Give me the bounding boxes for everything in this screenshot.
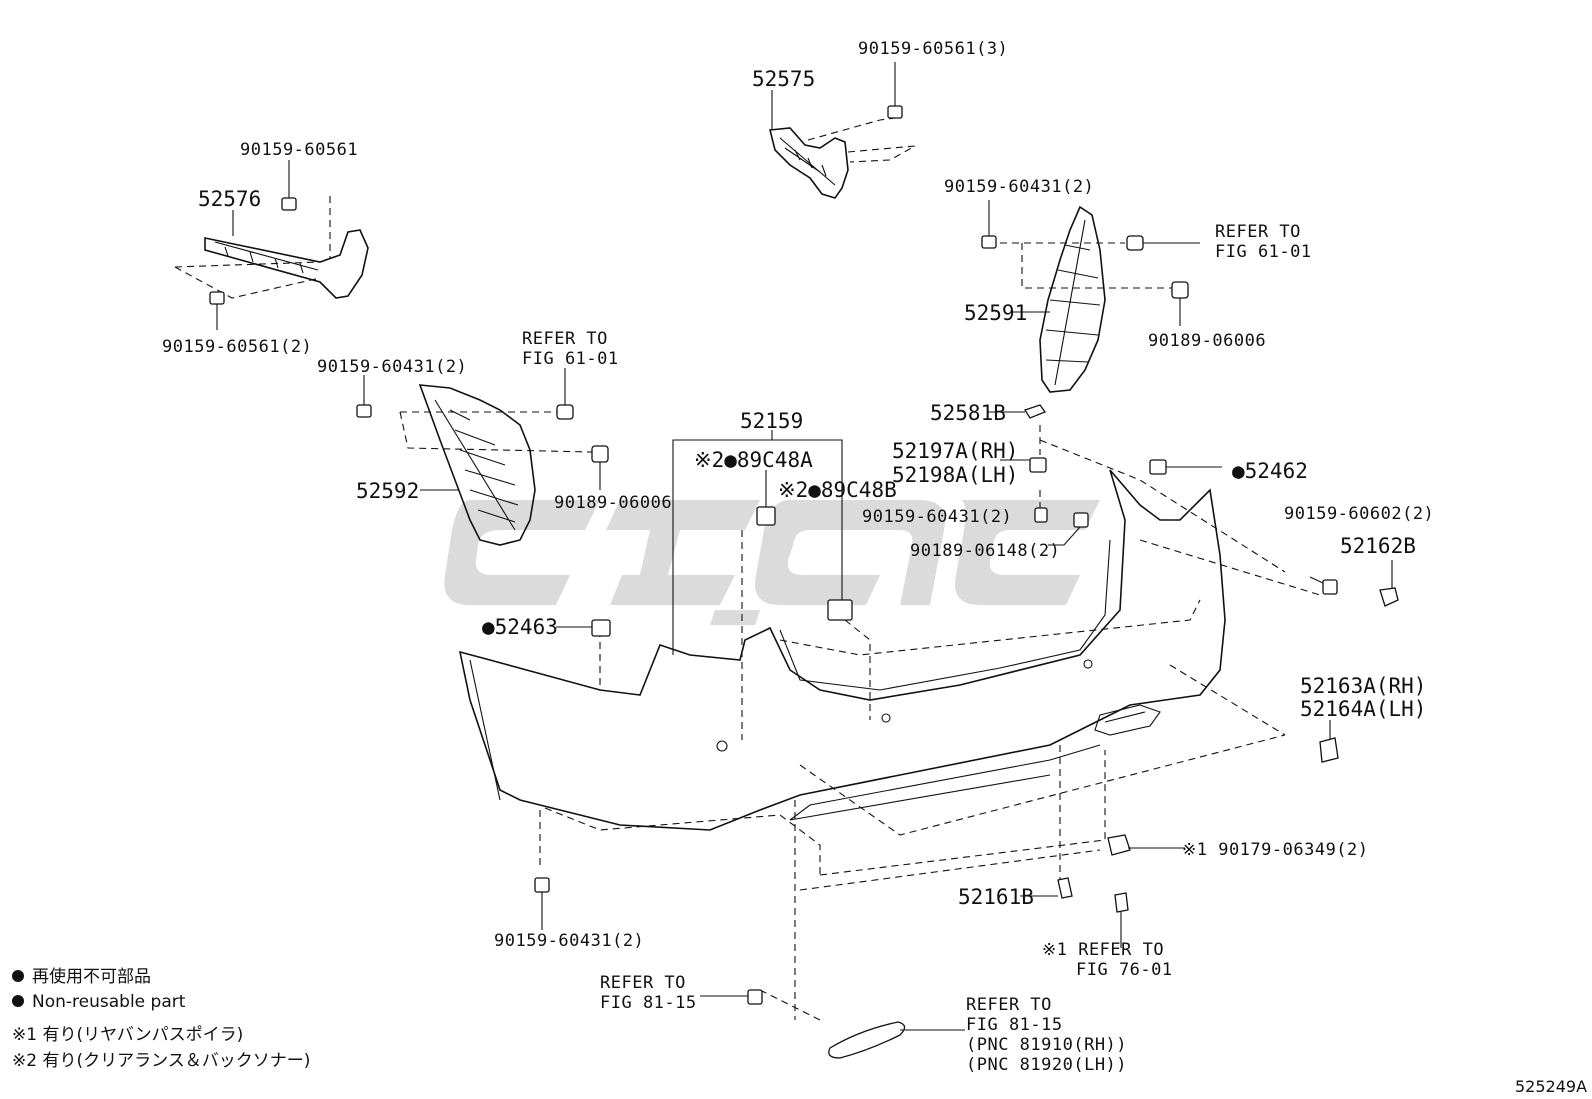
label-90159-60431-2-left: 90159-60431(2) xyxy=(317,357,467,377)
screw-icon xyxy=(1309,560,1399,607)
legend-nonreusable-jp: 再使用不可部品 xyxy=(32,966,151,987)
label-52575: 52575 xyxy=(752,67,815,91)
legend-note-1: ※1 有り(リヤバンパスポイラ) xyxy=(12,1025,243,1045)
bolt-icon xyxy=(534,877,763,1005)
label-pnc-rh: (PNC 81910(RH)) xyxy=(966,1035,1127,1055)
label-refer-bottom-right-2: FIG 76-01 xyxy=(1076,960,1173,980)
label-90159-60431-2-center: 90159-60431(2) xyxy=(862,507,1012,527)
sensor-inset-box xyxy=(672,439,843,655)
reflector-icon xyxy=(828,1021,965,1059)
label-90159-60561: 90159-60561 xyxy=(240,140,358,160)
sensor-bracket-icon xyxy=(756,470,853,621)
label-90159-60431-2-right: 90159-60431(2) xyxy=(944,177,1094,197)
label-90159-60431-2-bottom: 90159-60431(2) xyxy=(494,931,644,951)
label-refer-left-1: REFER TO xyxy=(522,329,608,349)
label-90159-60602-2: 90159-60602(2) xyxy=(1284,504,1434,524)
label-52159: 52159 xyxy=(740,409,803,433)
label-52161b: 52161B xyxy=(958,885,1034,909)
label-90189-06006-left: 90189-06006 xyxy=(554,493,672,513)
label-52581b: 52581B xyxy=(930,401,1006,425)
clip-icon xyxy=(981,200,1200,326)
label-refer-bottom-right-1: ※1 REFER TO xyxy=(1042,940,1164,960)
label-90159-60561-2: 90159-60561(2) xyxy=(162,337,312,357)
label-52197a-rh: 52197A(RH) xyxy=(892,439,1018,463)
label-52462: ●52462 xyxy=(1232,459,1308,483)
pad-52463-icon xyxy=(556,619,611,637)
diagram-code: 525249A xyxy=(1515,1077,1587,1096)
label-90189-06148-2: 90189-06148(2) xyxy=(910,541,1060,561)
label-refer-bottom-left-1: REFER TO xyxy=(600,973,686,993)
label-refer-left-2: FIG 61-01 xyxy=(522,349,619,369)
watermark-logo xyxy=(444,500,1100,625)
part-labels: 90159-60561(3) 52575 90159-60561 52576 9… xyxy=(162,39,1434,1075)
label-52591: 52591 xyxy=(964,301,1027,325)
part-52576-bracket xyxy=(174,196,369,299)
label-52198a-lh: 52198A(LH) xyxy=(892,463,1018,487)
legend-nonreusable-en: Non-reusable part xyxy=(32,992,186,1012)
label-89c48b: ※2●89C48B xyxy=(778,478,897,502)
retainer-52581b-icon xyxy=(988,404,1047,419)
legend: 再使用不可部品 Non-reusable part ※1 有り(リヤバンパスポイ… xyxy=(12,966,310,1071)
part-52591-retainer xyxy=(1000,205,1172,393)
label-52162b: 52162B xyxy=(1340,534,1416,558)
label-refer-right-1: REFER TO xyxy=(1215,222,1301,242)
clip-90179-icon xyxy=(1107,834,1185,856)
label-52463: ●52463 xyxy=(482,615,558,639)
assembly-lines xyxy=(539,425,1321,1021)
bolt-icon xyxy=(887,62,903,119)
pad-52462-icon xyxy=(1149,459,1222,475)
label-refer-right-2: FIG 61-01 xyxy=(1215,242,1312,262)
label-90179-06349-2: ※1 90179-06349(2) xyxy=(1182,840,1369,860)
part-52592-retainer xyxy=(399,384,593,546)
label-refer-bottom-left-2: FIG 81-15 xyxy=(600,993,697,1013)
label-90159-60561-3: 90159-60561(3) xyxy=(858,39,1008,59)
pin-52161b-icon xyxy=(1020,877,1129,948)
bolt-icon xyxy=(209,160,297,330)
clip-icon xyxy=(356,368,609,490)
label-refer-bottom-center-2: FIG 81-15 xyxy=(966,1015,1063,1035)
part-52575-bracket xyxy=(768,90,916,199)
label-52164a-lh: 52164A(LH) xyxy=(1300,697,1426,721)
label-52592: 52592 xyxy=(356,479,419,503)
legend-note-2: ※2 有り(クリアランス＆バックソナー) xyxy=(12,1051,310,1071)
label-52163a-rh: 52163A(RH) xyxy=(1300,674,1426,698)
label-refer-bottom-center-1: REFER TO xyxy=(966,995,1052,1015)
nut-icon xyxy=(1000,457,1089,546)
label-52576: 52576 xyxy=(198,187,261,211)
label-90189-06006-right: 90189-06006 xyxy=(1148,331,1266,351)
legend-bullet-icon xyxy=(12,970,24,1007)
cover-52163a-icon xyxy=(1319,720,1339,763)
label-pnc-lh: (PNC 81920(LH)) xyxy=(966,1055,1127,1075)
label-89c48a: ※2●89C48A xyxy=(694,448,813,472)
